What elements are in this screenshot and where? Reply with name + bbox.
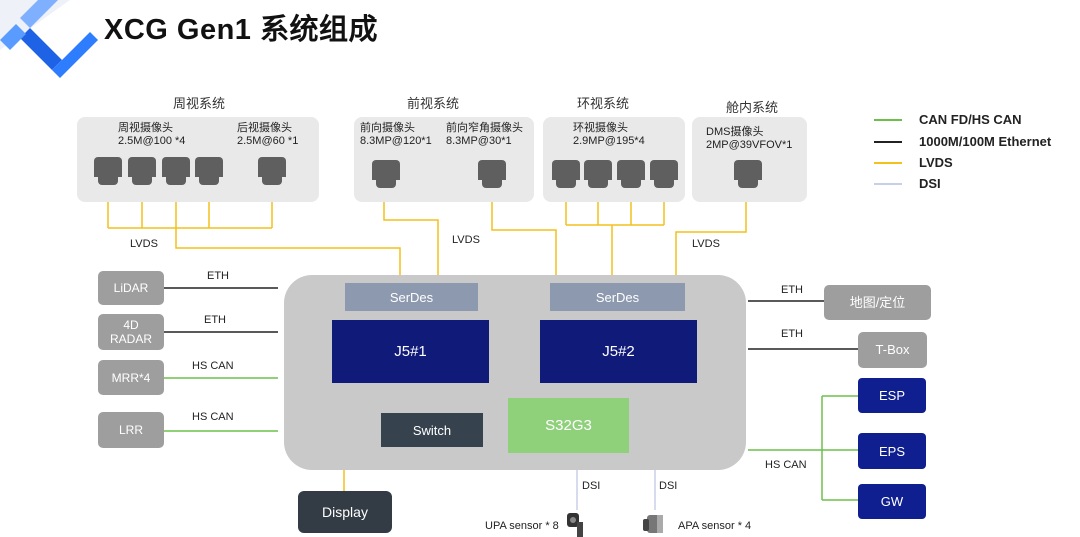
lvds-label: LVDS [452,234,480,246]
eth-label: ETH [204,314,226,326]
display-box: Display [298,491,392,533]
camera-icon [372,160,400,188]
camera-icon [478,160,506,188]
j5-chip-1: J5#1 [332,320,489,383]
eps-box: EPS [858,433,926,469]
serdes-box: SerDes [550,283,685,311]
tbox-box: T-Box [858,332,927,368]
camera-icon [162,157,190,185]
map-positioning-box: 地图/定位 [824,285,931,320]
eth-label: ETH [781,328,803,340]
eth-label: ETH [207,270,229,282]
legend-lvds-swatch [874,162,902,164]
eth-label: ETH [781,284,803,296]
gw-box: GW [858,484,926,519]
camera-icon [552,160,580,188]
cabin-system-title: 舱内系统 [726,100,779,115]
camera-icon [734,160,762,188]
serdes-box: SerDes [345,283,478,311]
legend: CAN FD/HS CAN 1000M/100M Ethernet LVDS D… [870,110,1078,200]
lvds-label: LVDS [692,238,720,250]
surround-system-title: 周视系统 [173,96,226,111]
camera-icon [650,160,678,188]
lvds-label: LVDS [130,238,158,250]
legend-lvds-label: LVDS [919,155,953,170]
camera-icon [258,157,286,185]
lrr-box: LRR [98,412,164,448]
legend-ethernet-swatch [874,141,902,143]
esp-box: ESP [858,378,926,413]
hs-can-label: HS CAN [765,459,807,471]
legend-ethernet-label: 1000M/100M Ethernet [919,134,1052,149]
apa-sensor-label: APA sensor * 4 [678,520,752,532]
legend-dsi-label: DSI [919,176,941,191]
legend-can-swatch [874,119,902,121]
around-view-system-title: 环视系统 [577,96,630,111]
camera-icon [128,157,156,185]
s32g3-chip: S32G3 [508,398,629,453]
dsi-label: DSI [659,480,678,492]
legend-can-label: CAN FD/HS CAN [919,112,1022,127]
xcg-logo [0,0,98,78]
upa-sensor-label: UPA sensor * 8 [485,520,559,532]
camera-icon [584,160,612,188]
hs-can-label: HS CAN [192,360,234,372]
lidar-box: LiDAR [98,271,164,305]
camera-icon [195,157,223,185]
camera-icon [94,157,122,185]
front-system-title: 前视系统 [407,96,460,111]
hs-can-label: HS CAN [192,411,234,423]
legend-dsi-swatch [874,183,902,185]
j5-chip-2: J5#2 [540,320,697,383]
switch-box: Switch [381,413,483,447]
mrr-box: MRR*4 [98,360,164,395]
camera-icon [617,160,645,188]
dsi-label: DSI [582,480,601,492]
page-title: XCG Gen1 系统组成 [104,14,378,46]
upa-sensor-icon [567,513,583,537]
apa-sensor-icon [643,515,663,533]
